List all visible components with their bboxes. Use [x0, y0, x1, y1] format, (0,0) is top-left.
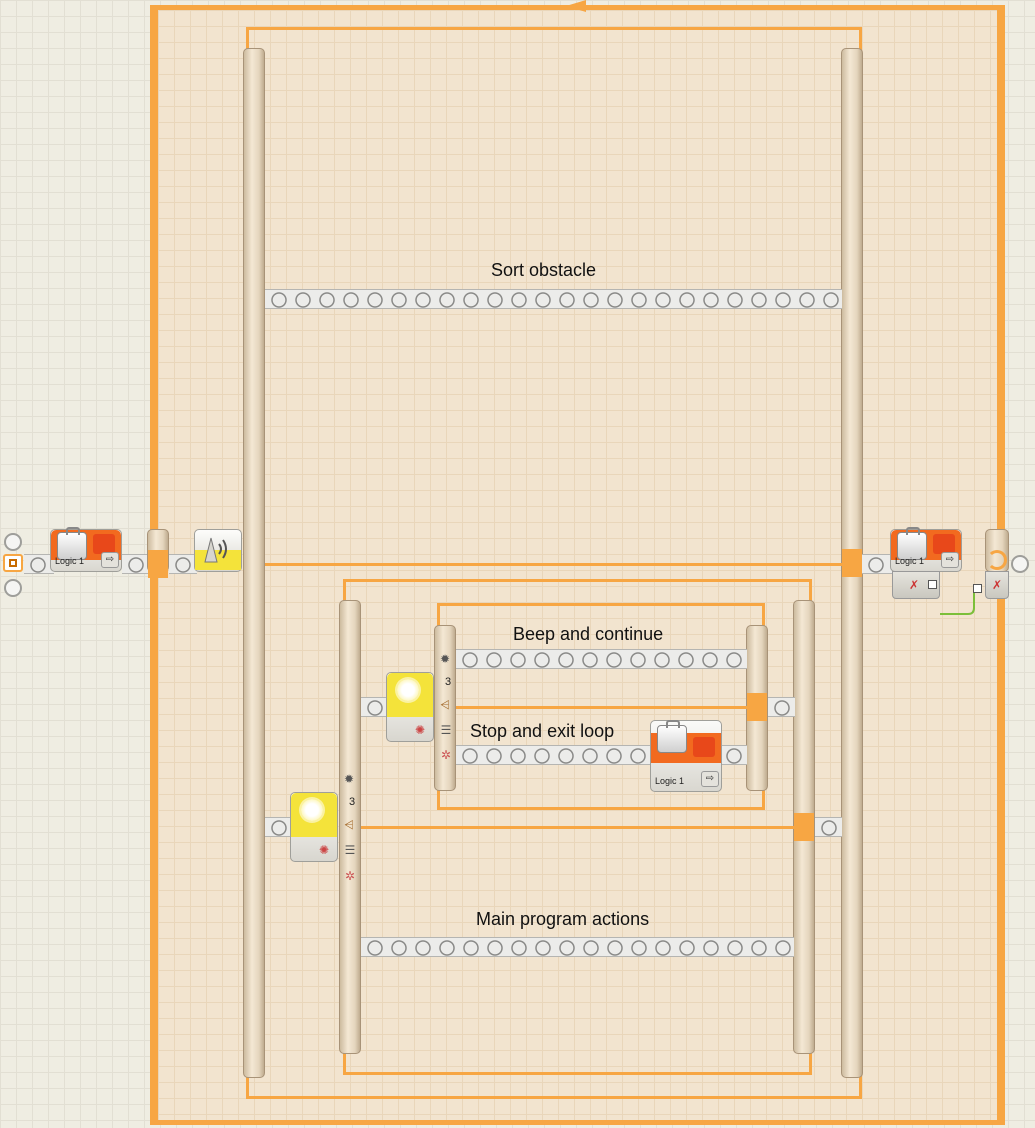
switch-true-wire — [265, 563, 842, 566]
sequence-beam-after-switch[interactable] — [862, 554, 892, 574]
sequence-beam-sort-obstacle[interactable] — [265, 289, 842, 309]
data-wire — [940, 587, 980, 615]
light-sensor-icon — [397, 679, 419, 701]
logic-block-right[interactable]: Logic 1 ⇨ — [890, 527, 962, 572]
light-emit-icon: ✺ — [414, 723, 426, 737]
light-switch-left-pillar[interactable] — [339, 600, 361, 1054]
start-ring-top[interactable] — [4, 533, 22, 551]
light-sensor-switch-outer[interactable]: ✺ — [290, 792, 338, 862]
light-sensor-inner-port: 3 — [445, 676, 452, 688]
light-sensor-icon — [301, 799, 323, 821]
sequence-beam-after-light-switch[interactable] — [815, 817, 842, 837]
loop-condition-hub[interactable]: ✗ — [985, 571, 1009, 599]
sequence-beam-to-loop[interactable] — [122, 554, 152, 574]
briefcase-icon — [657, 720, 687, 753]
logic-block-label: Logic 1 — [55, 556, 85, 566]
loop-condition-plug — [973, 584, 982, 593]
settings-gear-icon: ✲ — [344, 869, 356, 883]
inner-switch-left-pillar[interactable] — [434, 625, 456, 791]
output-plug-icon[interactable]: ⇨ — [101, 552, 119, 568]
sequence-beam-after-inner-switch[interactable] — [768, 697, 795, 717]
sequence-beam-main-program-actions[interactable] — [361, 937, 794, 957]
log-icon: ☰ — [440, 723, 452, 737]
loop-return-arrow-icon — [566, 0, 586, 12]
label-main-program-actions: Main program actions — [476, 909, 650, 929]
light-emit-icon: ✹ — [343, 772, 355, 786]
logic-block-left[interactable]: Logic 1 ⇨ — [50, 527, 122, 572]
sequence-beam-to-light-sensor[interactable] — [265, 817, 293, 837]
inner-switch-exit-port — [747, 693, 767, 721]
logic-block-header — [651, 720, 721, 763]
plug-square — [928, 580, 937, 589]
sound-sensor-switch[interactable] — [194, 529, 242, 572]
light-switch-true-wire — [361, 826, 794, 829]
switch-branch-icon: ⩤ — [344, 818, 354, 832]
sequence-beam-beep-and-continue[interactable] — [456, 649, 747, 669]
end-ring[interactable] — [1011, 555, 1029, 573]
light-sensor-switch-inner[interactable]: ✺ — [386, 672, 434, 742]
label-sort-obstacle: Sort obstacle — [491, 260, 597, 280]
broken-link-icon: ✗ — [991, 578, 1003, 592]
log-icon: ☰ — [344, 843, 356, 857]
sequence-beam-to-inner-sensor[interactable] — [361, 697, 389, 717]
sound-switch-exit-port — [842, 549, 862, 577]
loop-entry-port — [148, 550, 168, 578]
logic-block-label: Logic 1 — [895, 556, 925, 566]
briefcase-icon — [897, 527, 927, 560]
data-plug-icon — [693, 737, 715, 757]
logic-block-label: Logic 1 — [655, 776, 685, 786]
output-plug-icon[interactable]: ⇨ — [701, 771, 719, 787]
loop-arrows-icon — [987, 550, 1007, 570]
light-emit-icon: ✹ — [439, 652, 451, 666]
logic-block-header — [51, 527, 121, 560]
output-plug-icon[interactable]: ⇨ — [941, 552, 959, 568]
data-plug-icon — [93, 534, 115, 554]
sound-switch-left-pillar[interactable] — [243, 48, 265, 1078]
start-icon[interactable] — [3, 554, 23, 572]
light-emit-icon: ✺ — [318, 843, 330, 857]
sound-sensor-icon — [204, 537, 227, 563]
logic-block-inner[interactable]: Logic 1 ⇨ — [650, 720, 722, 792]
data-plug-icon — [933, 534, 955, 554]
inner-switch-true-wire — [456, 706, 747, 709]
start-ring-bottom[interactable] — [4, 579, 22, 597]
settings-gear-icon: ✲ — [440, 748, 452, 762]
broken-link-icon: ✗ — [908, 578, 920, 592]
data-hub[interactable]: ✗ — [892, 571, 940, 599]
sequence-beam-start[interactable] — [24, 554, 54, 574]
briefcase-icon — [57, 527, 87, 560]
light-switch-exit-port — [794, 813, 814, 841]
light-sensor-outer-port: 3 — [349, 796, 356, 808]
switch-branch-icon: ⩤ — [440, 698, 450, 712]
label-beep-and-continue: Beep and continue — [513, 624, 664, 644]
sequence-beam-to-sound[interactable] — [169, 554, 197, 574]
label-stop-and-exit-loop: Stop and exit loop — [470, 721, 615, 741]
